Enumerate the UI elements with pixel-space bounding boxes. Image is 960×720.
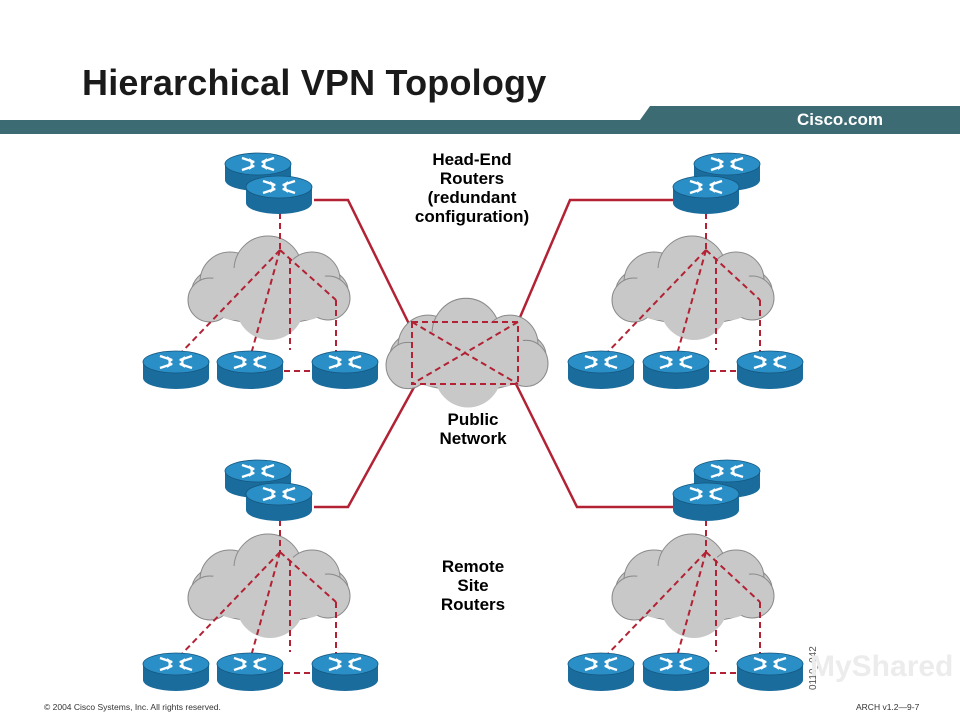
slide-number: ARCH v1.2—9-7 (856, 702, 920, 712)
remote-router-bottom-left-2 (215, 651, 285, 693)
label-remote-line1: Remote (441, 557, 505, 576)
slide-title: Hierarchical VPN Topology (82, 62, 547, 103)
label-public-line1: Public (447, 410, 499, 429)
public-network-cloud (385, 297, 549, 409)
head-end-router-top-right-b (671, 174, 741, 216)
remote-router-top-right-2 (641, 349, 711, 391)
watermark-logo: MyShared (810, 650, 954, 683)
head-end-router-bottom-left-b (244, 481, 314, 523)
cloud-bottom-left (187, 533, 351, 639)
remote-router-top-left-3 (310, 349, 380, 391)
label-remote-line3: Routers (440, 595, 506, 614)
label-head-end-line2: Routers (439, 169, 505, 188)
remote-router-bottom-right-3 (735, 651, 805, 693)
wan-link-bottom-right (514, 383, 680, 509)
label-head-end-line3: (redundant (427, 188, 517, 207)
remote-router-bottom-left-3 (310, 651, 380, 693)
vpn-tunnels-top-left (175, 213, 337, 372)
wan-link-top-left (314, 198, 414, 331)
remote-router-top-right-3 (735, 349, 805, 391)
label-public-line2: Network (439, 429, 507, 448)
wan-link-bottom-left (314, 379, 420, 509)
cloud-top-right (611, 235, 775, 341)
remote-router-bottom-right-2 (641, 651, 711, 693)
copyright-text: © 2004 Cisco Systems, Inc. All rights re… (44, 702, 221, 712)
label-head-end-line4: configuration) (414, 207, 530, 226)
remote-router-top-right-1 (566, 349, 636, 391)
remote-router-top-left-1 (141, 349, 211, 391)
remote-router-top-left-2 (215, 349, 285, 391)
public-network-tunnels (411, 321, 519, 385)
label-remote-line2: Site (457, 576, 489, 595)
wan-links (314, 198, 680, 509)
cloud-bottom-right (611, 533, 775, 639)
remote-router-bottom-left-1 (141, 651, 211, 693)
head-end-router-top-left-b (244, 174, 314, 216)
header-bar (0, 106, 960, 134)
label-head-end-line1: Head-End (432, 150, 512, 169)
label-head-end-routers: Head-End Routers (redundant configuratio… (398, 150, 546, 226)
brand-logo-text: Cisco.com (797, 110, 883, 129)
vpn-tunnels-top-right (601, 213, 761, 372)
label-public-network: Public Network (418, 410, 528, 448)
remote-router-bottom-right-1 (566, 651, 636, 693)
label-remote-site-routers: Remote Site Routers (418, 557, 528, 614)
vpn-tunnels-bottom-right (601, 520, 761, 674)
wan-link-top-right (516, 198, 680, 323)
cloud-top-left (187, 235, 351, 341)
vpn-tunnels-bottom-left (175, 520, 337, 674)
head-end-router-bottom-right-b (671, 481, 741, 523)
